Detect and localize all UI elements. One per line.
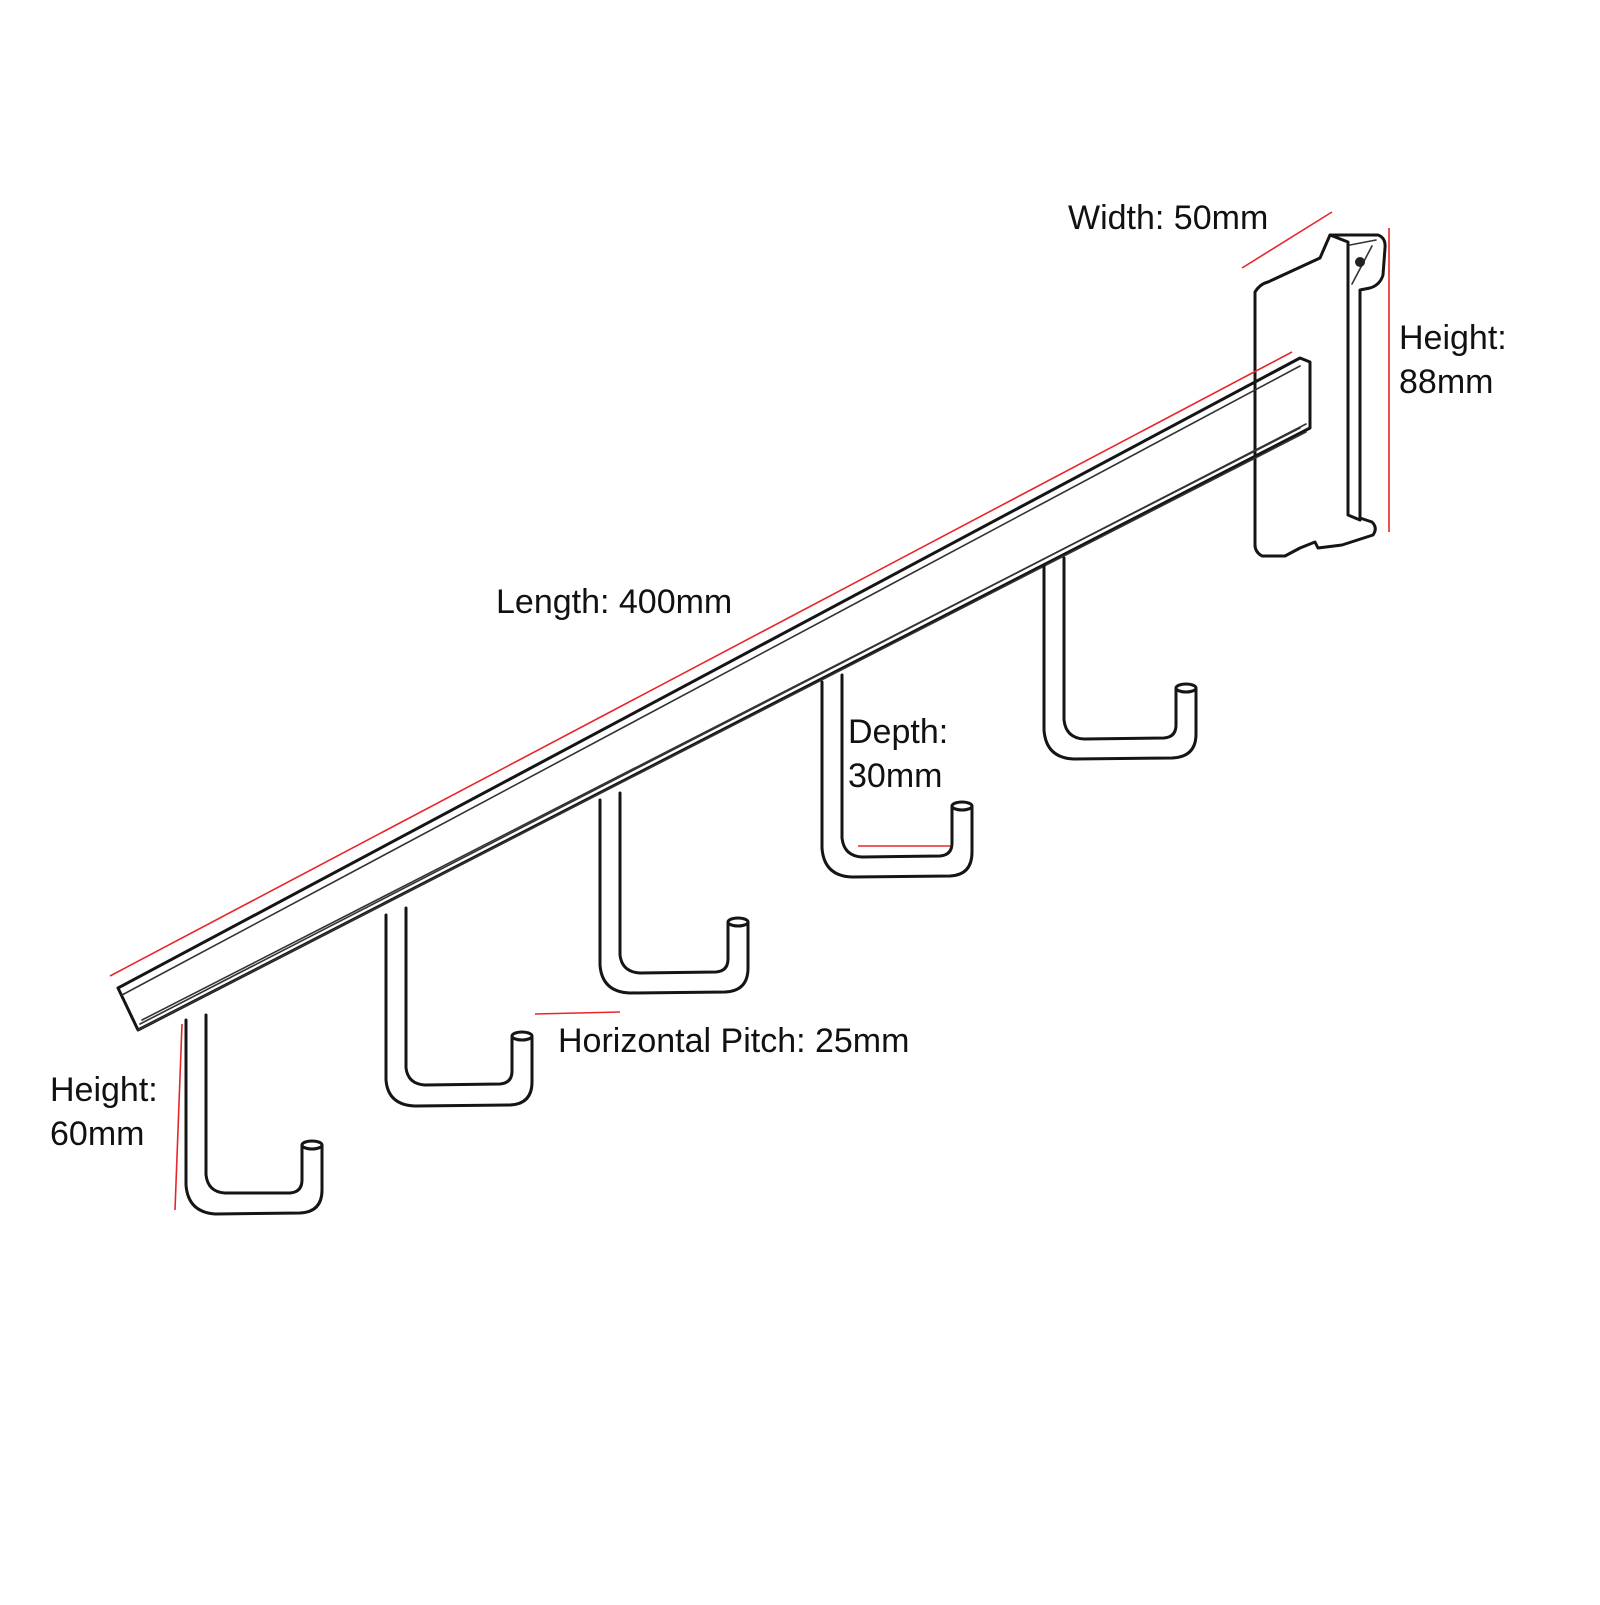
length-dimension-line (109, 351, 1293, 977)
bracket-height-label-line1: Height: (1399, 319, 1507, 357)
bracket-height-label: Height: 88mm (1399, 316, 1507, 404)
width-label: Width: 50mm (1068, 199, 1269, 237)
mounting-plate (1253, 233, 1387, 558)
hook-height-label-line1: Height: (50, 1071, 158, 1109)
hook-1 (184, 1013, 324, 1216)
length-label: Length: 400mm (496, 583, 733, 621)
pitch-dimension-line (534, 1011, 621, 1015)
depth-label: Depth: 30mm (848, 710, 948, 798)
depth-label-line2: 30mm (848, 757, 943, 795)
horizontal-pitch-label: Horizontal Pitch: 25mm (558, 1022, 910, 1060)
hook-height-dimension-line (174, 1023, 183, 1211)
hook-height-label-line2: 60mm (50, 1115, 145, 1153)
hook-height-label: Height: 60mm (50, 1068, 158, 1156)
hook-3 (598, 791, 750, 995)
width-dimension-line (1241, 211, 1333, 269)
screw-hole-icon (1355, 257, 1365, 267)
depth-label-line1: Depth: (848, 713, 949, 751)
angled-bar (116, 356, 1312, 1032)
hook-5 (1042, 556, 1198, 761)
bracket-height-label-line2: 88mm (1399, 363, 1494, 401)
hook-4 (820, 673, 974, 879)
dimension-lines (109, 211, 1390, 1211)
hook-2 (384, 906, 534, 1108)
